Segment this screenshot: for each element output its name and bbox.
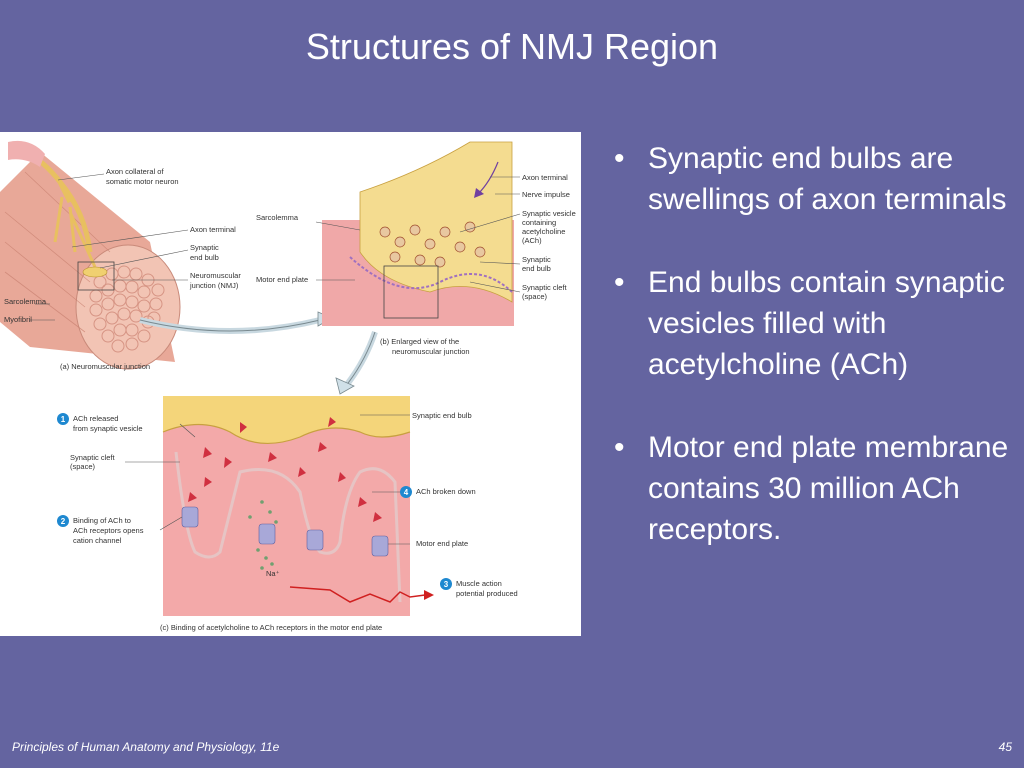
label-axon-collateral: Axon collateral of	[106, 167, 164, 176]
label-nerve-impulse: Nerve impulse	[522, 190, 570, 199]
label-end-bulb-b2: end bulb	[522, 264, 551, 273]
label-end-bulb-c: Synaptic end bulb	[412, 411, 472, 420]
label-cleft-b1: Synaptic cleft	[522, 283, 568, 292]
label-cleft-c2: (space)	[70, 462, 96, 471]
step-3-text-a: Muscle action	[456, 579, 502, 588]
step-3-number: 3	[444, 580, 449, 589]
caption-a: (a) Neuromuscular junction	[60, 362, 150, 371]
step-4-number: 4	[404, 488, 409, 497]
label-synaptic-end-bulb-a2: end bulb	[190, 253, 219, 262]
label-sarcolemma-a: Sarcolemma	[4, 297, 47, 306]
step-1-marker	[57, 413, 69, 425]
step-2-text-a: Binding of ACh to	[73, 516, 131, 525]
label-synaptic-end-bulb-a: Synaptic	[190, 243, 219, 252]
label-vesicle-3: acetylcholine	[522, 227, 565, 236]
caption-b2: neuromuscular junction	[392, 347, 470, 356]
label-axon-collateral-2: somatic motor neuron	[106, 177, 179, 186]
step-1-text-a: ACh released	[73, 414, 118, 423]
caption-b1: (b) Enlarged view of the	[380, 337, 459, 346]
bullet-item: End bulbs contain synaptic vesicles fill…	[614, 262, 1019, 385]
label-vesicle-4: (ACh)	[522, 236, 542, 245]
label-sarcolemma-b: Sarcolemma	[256, 213, 299, 222]
slide-title: Structures of NMJ Region	[305, 26, 719, 67]
step-3-text-b: potential produced	[456, 589, 518, 598]
label-vesicle-2: containing	[522, 218, 556, 227]
label-cleft-c1: Synaptic cleft	[70, 453, 116, 462]
label-nmj-2: junction (NMJ)	[189, 281, 239, 290]
label-motor-end-plate-b: Motor end plate	[256, 275, 308, 284]
nmj-illustration: Axon collateral of somatic motor neuron …	[0, 140, 576, 632]
panel-b-illustration	[315, 141, 521, 326]
step-1-text-b: from synaptic vesicle	[73, 424, 143, 433]
label-axon-terminal-a: Axon terminal	[190, 225, 236, 234]
step-1-number: 1	[61, 415, 66, 424]
label-myofibril: Myofibril	[4, 315, 32, 324]
step-4-marker	[400, 486, 412, 498]
label-nmj: Neuromuscular	[190, 271, 241, 280]
panel-c-illustration	[125, 396, 434, 616]
label-cleft-b2: (space)	[522, 292, 548, 301]
page-number: 45	[998, 740, 1012, 754]
caption-c: (c) Binding of acetylcholine to ACh rece…	[160, 623, 382, 632]
label-end-bulb-b1: Synaptic	[522, 255, 551, 264]
step-2-number: 2	[61, 517, 66, 526]
label-vesicle-1: Synaptic vesicle	[522, 209, 576, 218]
bullet-item: Synaptic end bulbs are swellings of axon…	[614, 138, 1019, 220]
label-na: Na⁺	[266, 569, 280, 578]
step-3-marker	[440, 578, 452, 590]
panel-a-illustration	[0, 140, 189, 370]
bullet-list: Synaptic end bulbs are swellings of axon…	[614, 138, 1019, 592]
footer-source: Principles of Human Anatomy and Physiolo…	[12, 740, 280, 754]
nmj-figure: Axon collateral of somatic motor neuron …	[0, 132, 581, 636]
step-2-marker	[57, 515, 69, 527]
step-2-text-b: ACh receptors opens	[73, 526, 144, 535]
label-motor-end-plate-c: Motor end plate	[416, 539, 468, 548]
step-2-text-c: cation channel	[73, 536, 122, 545]
step-4-text: ACh broken down	[416, 487, 476, 496]
label-axon-terminal-b: Axon terminal	[522, 173, 568, 182]
bullet-item: Motor end plate membrane contains 30 mil…	[614, 427, 1019, 550]
